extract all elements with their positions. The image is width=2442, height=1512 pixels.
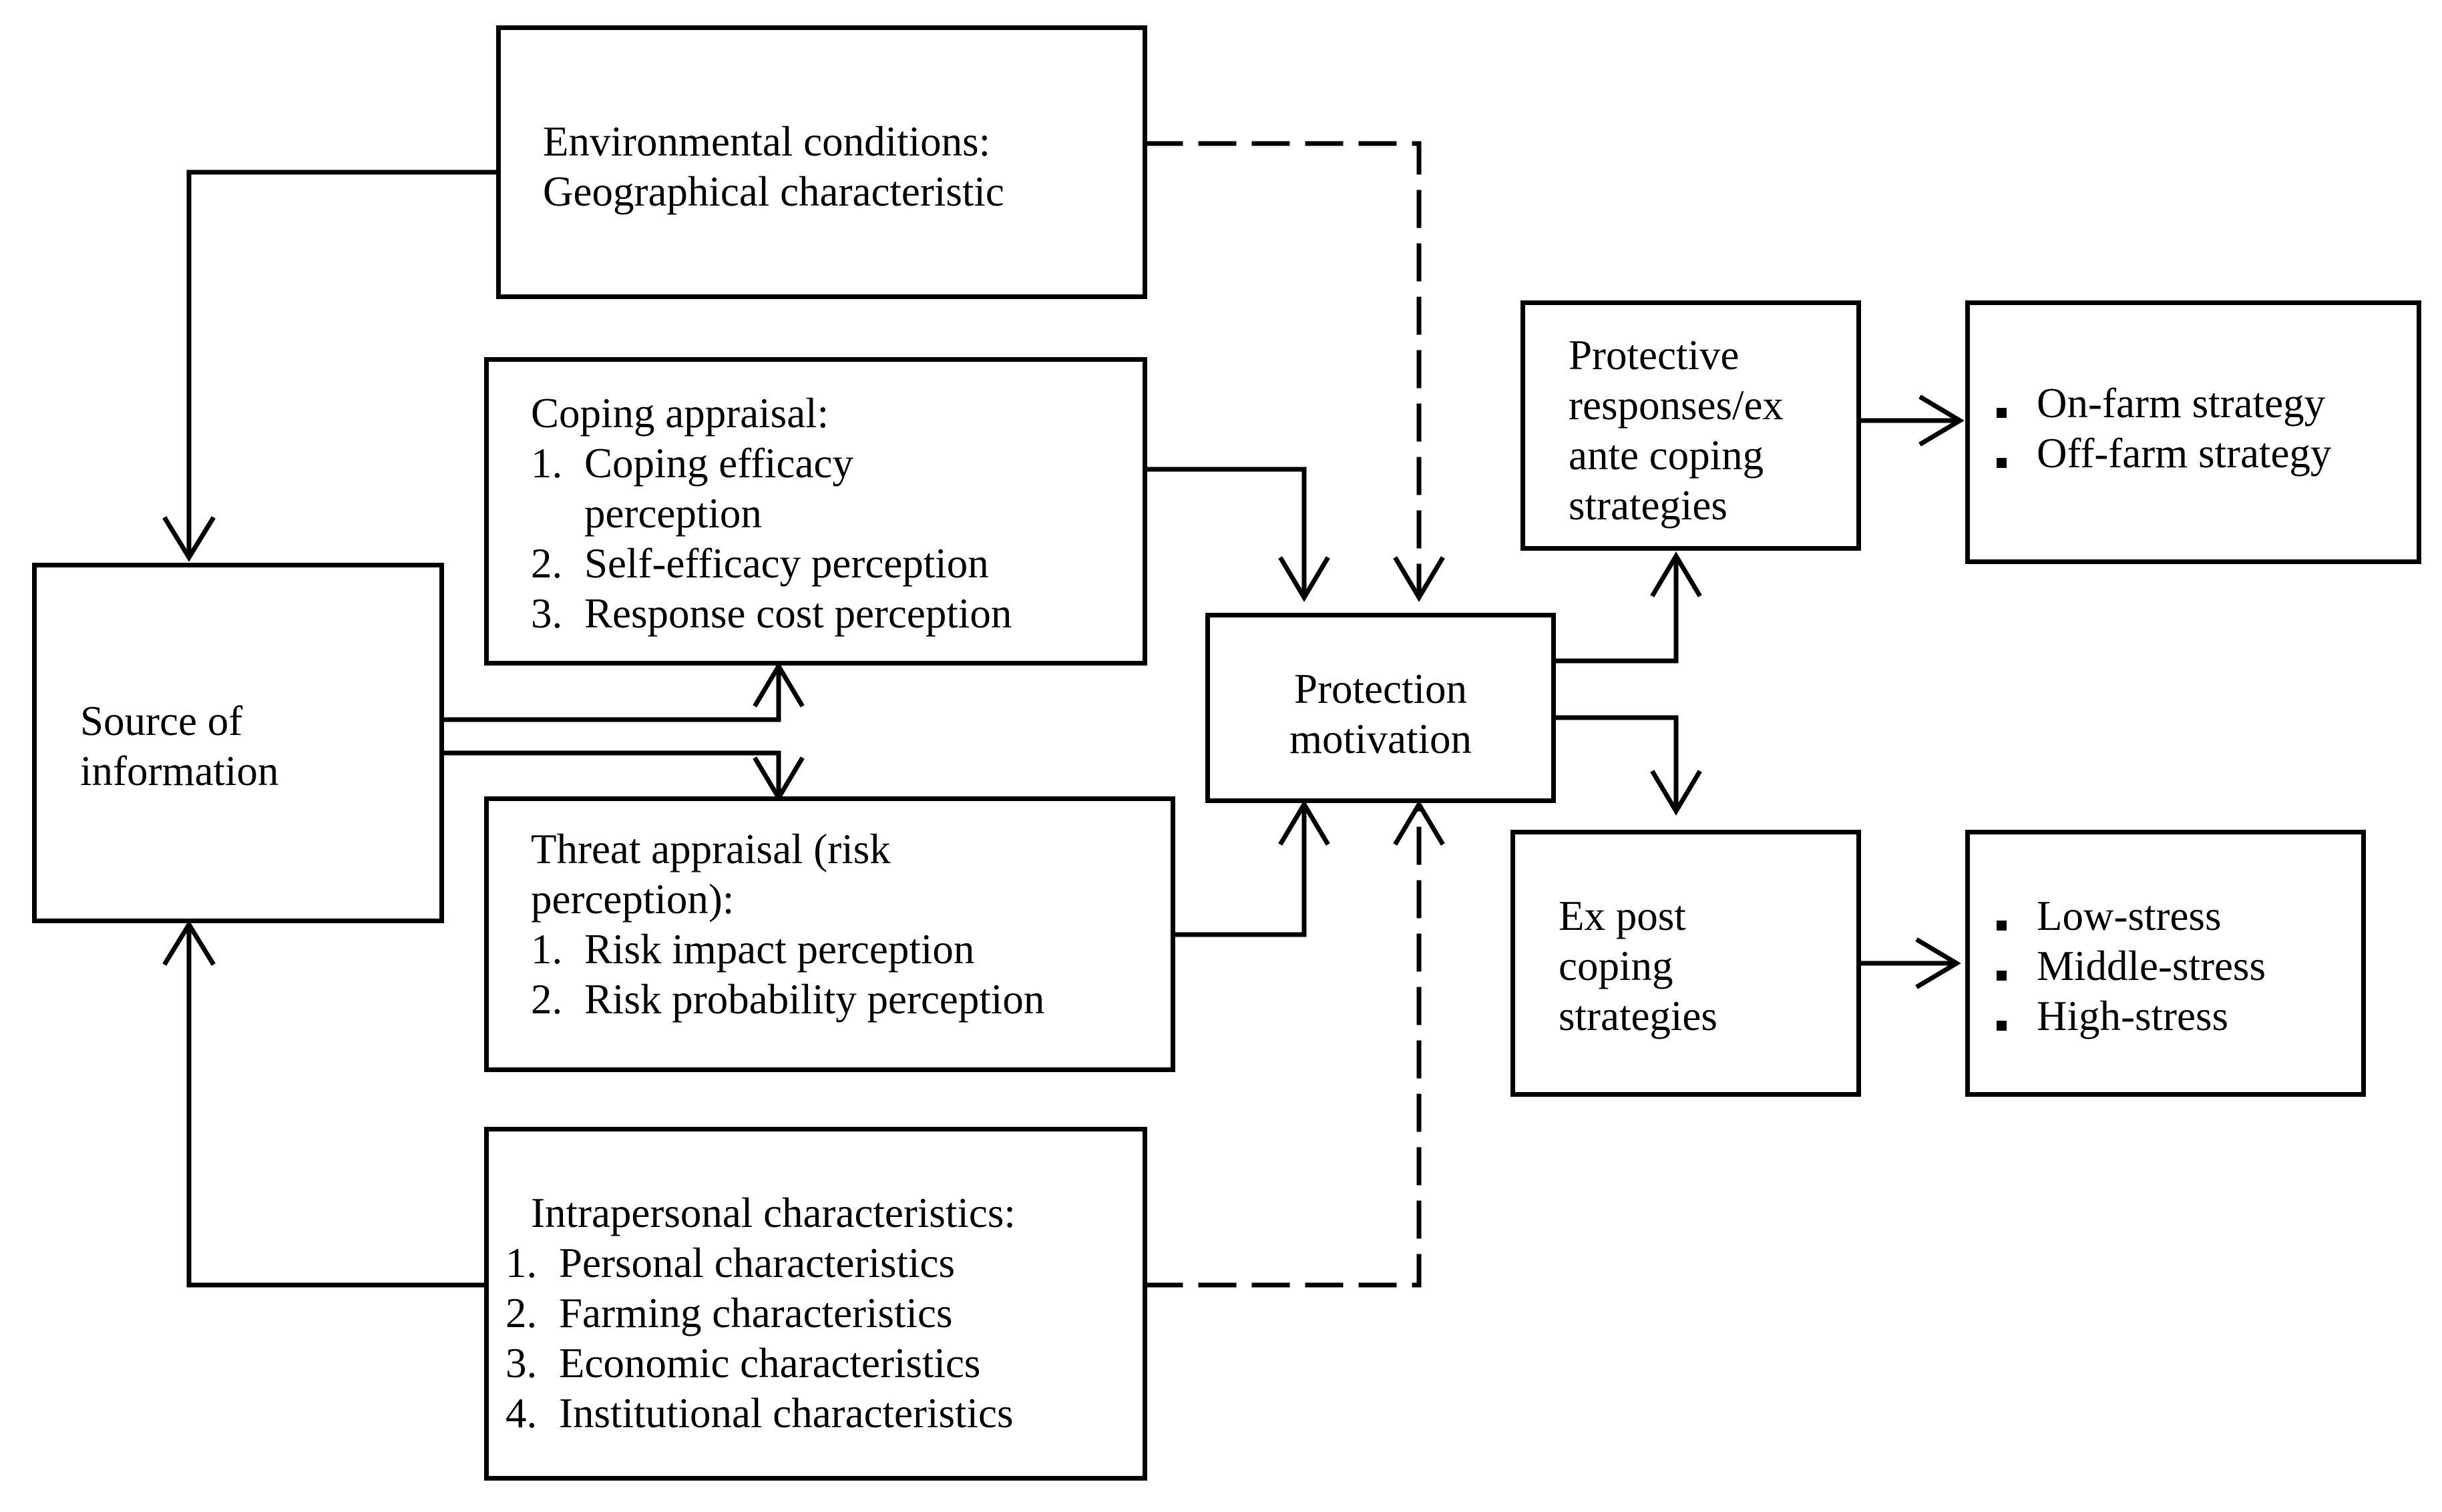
connector-threat-to-motivation <box>1173 803 1307 937</box>
source-line-2: information <box>80 748 279 794</box>
connector-source-to-coping <box>441 668 781 722</box>
motivation-line-2: motivation <box>1289 716 1472 762</box>
arrowhead-source-top <box>162 516 216 562</box>
expost-line-1: Ex post <box>1559 893 1686 939</box>
connector-source-to-threat <box>441 750 781 797</box>
arrowhead-expost <box>1650 770 1702 816</box>
protection-motivation-box: Protection motivation <box>1205 613 1556 803</box>
environmental-conditions-box: Environmental conditions: Geographical c… <box>496 25 1147 299</box>
outcome-high-stress: High-stress <box>1997 993 2228 1039</box>
threat-item-2: 2.Risk probability perception <box>531 976 1045 1023</box>
connector-environment-to-source <box>186 170 500 557</box>
intrapersonal-item-2: 2.Farming characteristics <box>505 1290 953 1336</box>
connector-motivation-to-protective <box>1553 555 1679 664</box>
threat-item-1: 1.Risk impact perception <box>531 926 975 973</box>
coping-appraisal-box: Coping appraisal: 1.Coping efficacy perc… <box>484 357 1147 666</box>
connector-environment-to-motivation-dashed <box>1145 141 1422 599</box>
threat-title-line-1: Threat appraisal (risk <box>531 826 891 872</box>
protective-line-1: Protective <box>1569 332 1740 379</box>
connector-intrapersonal-to-motivation-dashed <box>1145 803 1422 1288</box>
coping-item-1-continuation: perception <box>584 490 762 537</box>
coping-item-2: 2.Self-efficacy perception <box>531 540 989 587</box>
protective-responses-box: Protective responses/ex ante coping stra… <box>1520 300 1861 551</box>
source-of-information-box: Source of information <box>32 563 444 923</box>
expost-line-3: strategies <box>1559 993 1717 1039</box>
ex-post-outcomes-box: Low-stress Middle-stress High-stress <box>1965 830 2366 1097</box>
environmental-line-1: Environmental conditions: <box>543 118 991 165</box>
intrapersonal-title: Intrapersonal characteristics: <box>531 1190 1016 1236</box>
environmental-line-2: Geographical characteristic <box>543 168 1004 215</box>
coping-appraisal-title: Coping appraisal: <box>531 390 829 437</box>
threat-title-line-2: perception): <box>531 876 735 923</box>
intrapersonal-item-1: 1.Personal characteristics <box>505 1240 955 1286</box>
coping-item-1: 1.Coping efficacy <box>531 440 853 487</box>
arrowhead-coping <box>753 662 805 708</box>
outcome-off-farm: Off-farm strategy <box>1997 430 2332 477</box>
ex-post-coping-box: Ex post coping strategies <box>1510 830 1861 1097</box>
arrowhead-post-outcomes <box>1915 937 1961 989</box>
outcome-middle-stress: Middle-stress <box>1997 943 2266 989</box>
threat-appraisal-box: Threat appraisal (risk perception): 1.Ri… <box>484 796 1175 1072</box>
outcome-low-stress: Low-stress <box>1997 893 2222 939</box>
source-line-1: Source of <box>80 698 243 744</box>
connector-intrapersonal-to-source <box>186 925 487 1288</box>
arrowhead-protective <box>1650 551 1702 597</box>
outcome-on-farm: On-farm strategy <box>1997 380 2326 427</box>
connector-motivation-to-expost <box>1553 715 1679 812</box>
arrowhead-motivation-top-right <box>1393 556 1445 602</box>
arrowhead-motivation-top-left <box>1278 556 1330 602</box>
intrapersonal-characteristics-box: Intrapersonal characteristics: 1.Persona… <box>484 1127 1147 1481</box>
arrowhead-motivation-bottom-right <box>1393 800 1445 846</box>
arrowhead-motivation-bottom-left <box>1278 800 1330 846</box>
arrowhead-source-bottom <box>162 920 216 966</box>
motivation-line-1: Protection <box>1294 666 1467 712</box>
protective-line-3: ante coping <box>1569 432 1764 479</box>
coping-item-3: 3.Response cost perception <box>531 590 1012 637</box>
ex-ante-outcomes-box: On-farm strategy Off-farm strategy <box>1965 300 2421 564</box>
arrowhead-ante-outcomes <box>1918 395 1965 447</box>
expost-line-2: coping <box>1559 943 1673 989</box>
protective-line-2: responses/ex <box>1569 382 1784 429</box>
intrapersonal-item-4: 4.Institutional characteristics <box>505 1390 1014 1437</box>
connector-coping-to-motivation <box>1145 467 1307 599</box>
protective-line-4: strategies <box>1569 482 1727 529</box>
intrapersonal-item-3: 3.Economic characteristics <box>505 1340 981 1387</box>
